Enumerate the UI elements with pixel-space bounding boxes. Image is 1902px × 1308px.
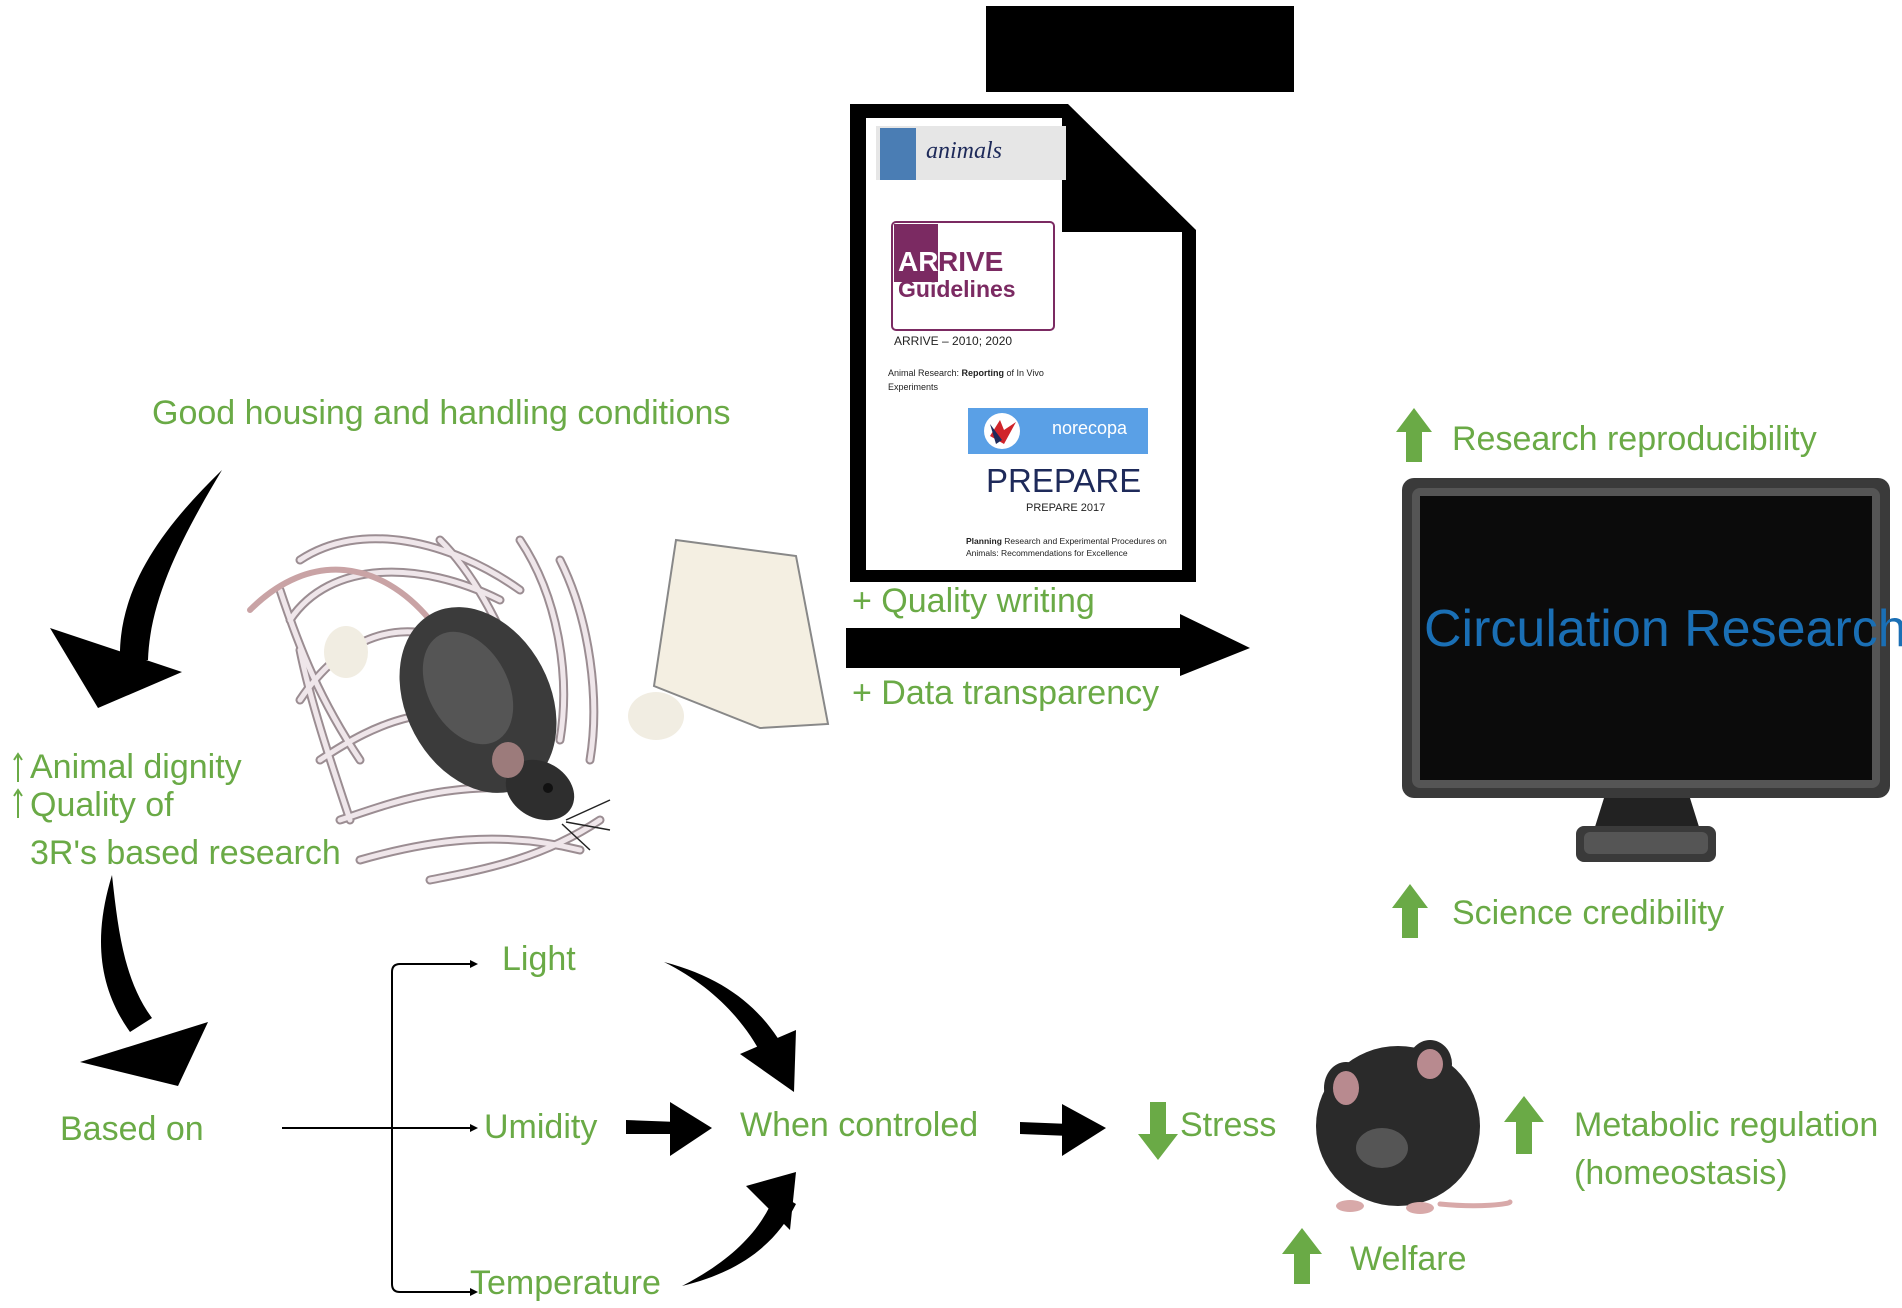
- light-label: Light: [502, 940, 576, 978]
- monitor-title: Circulation Research: [1424, 600, 1902, 658]
- metabolic-label-line2: (homeostasis): [1574, 1154, 1788, 1192]
- monitor-illustration: [1402, 478, 1890, 862]
- mouse-in-nest-illustration: [247, 534, 830, 885]
- arrive-desc-part2: of In Vivo: [1004, 368, 1044, 378]
- prepare-desc-part1: Research and Experimental Procedures on: [1001, 536, 1167, 546]
- based-on-bracket: [282, 963, 470, 1293]
- green-up-arrow-icon: [1392, 884, 1428, 938]
- stress-label: Stress: [1180, 1106, 1277, 1144]
- quality-of-label: Quality of: [30, 786, 174, 824]
- arrive-desc-line2: Experiments: [888, 382, 939, 392]
- green-up-arrow-icon: [1282, 1228, 1322, 1284]
- curved-arrow-housing-to-dignity: [50, 470, 222, 708]
- prepare-title: PREPARE: [986, 462, 1142, 499]
- based-on-label: Based on: [60, 1110, 204, 1148]
- green-up-arrow-icon: [1504, 1096, 1544, 1154]
- green-up-arrow-icon: [1396, 408, 1432, 462]
- grooming-mouse-illustration: [1316, 1040, 1513, 1214]
- animal-dignity-label: Animal dignity: [30, 748, 242, 786]
- prepare-desc-bold: Planning: [966, 536, 1002, 546]
- arrive-rive: RIVE: [938, 246, 1004, 277]
- arrow-document-to-monitor: [846, 614, 1250, 676]
- research-reproducibility-label: Research reproducibility: [1452, 420, 1817, 458]
- curved-arrow-dignity-to-basedon: [80, 875, 208, 1086]
- arrive-desc-part1: Animal Research:: [888, 368, 962, 378]
- prepare-year: PREPARE 2017: [1026, 502, 1106, 514]
- arrive-description: Animal Research: Reporting of In Vivo: [888, 368, 1044, 378]
- data-transparency-label: + Data transparency: [852, 674, 1160, 712]
- when-controled-label: When controled: [740, 1106, 979, 1144]
- arrive-desc-bold: Reporting: [961, 368, 1005, 378]
- arrive-ar: AR: [898, 246, 939, 277]
- thin-up-arrow-icon: [13, 752, 23, 818]
- prepare-description: Planning Research and Experimental Proce…: [966, 536, 1167, 546]
- umidity-label: Umidity: [484, 1108, 598, 1146]
- arrive-years: ARRIVE – 2010; 2020: [894, 334, 1013, 348]
- welfare-label: Welfare: [1350, 1240, 1467, 1278]
- good-housing-label: Good housing and handling conditions: [152, 394, 731, 432]
- arrow-temperature-to-controled: [682, 1172, 796, 1286]
- arrow-controled-to-stress: [1020, 1104, 1106, 1156]
- prepare-desc-line2: Animals: Recommendations for Excellence: [966, 548, 1128, 558]
- three-rs-label: 3R's based research: [30, 834, 341, 872]
- journal-name: animals: [926, 138, 1003, 164]
- metabolic-label-line1: Metabolic regulation: [1574, 1106, 1879, 1144]
- temperature-label: Temperature: [470, 1264, 661, 1302]
- arrive-guidelines: Guidelines: [898, 276, 1016, 302]
- norecopa-label: norecopa: [1052, 418, 1128, 438]
- green-down-arrow-icon: [1138, 1102, 1178, 1160]
- science-credibility-label: Science credibility: [1452, 894, 1725, 932]
- arrow-umidity-to-controled: [626, 1102, 712, 1156]
- redaction-bar: [986, 6, 1294, 92]
- quality-writing-label: + Quality writing: [852, 582, 1095, 620]
- arrow-light-to-controled: [664, 962, 796, 1092]
